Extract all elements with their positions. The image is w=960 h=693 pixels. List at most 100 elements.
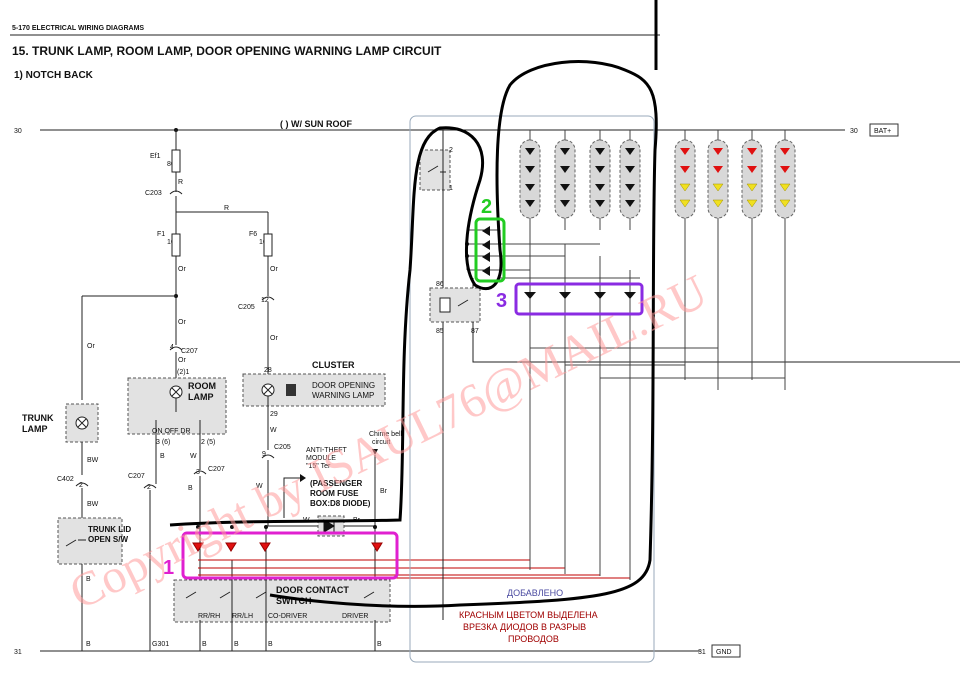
door-switches [185,591,375,599]
gnd-label: GND [716,649,732,656]
bat-box [869,123,899,137]
door-pos-3: CO-DRIVER [268,613,307,620]
bat-label: BAT+ [874,128,891,135]
trunk-lamp-2: LAMP [22,424,48,434]
door-pos-4: DRIVER [342,613,368,620]
marker-box-2 [474,217,506,283]
pin-36: 3 (6) [156,439,170,446]
b-label-6: B [268,641,273,648]
page-subtitle: 1) NOTCH BACK [14,70,94,81]
note-line-2: ВРЕЗКА ДИОДОВ В РАЗРЫВ [463,622,586,632]
c207-pin: 4 [170,344,174,351]
c207b-pin: 2 [147,484,151,491]
b-label-1: B [86,576,91,583]
or-label-5: Or [270,335,278,342]
door-pos-2: RR/LH [232,613,253,620]
relay-contact [457,299,469,307]
b-label-3: B [188,485,193,492]
anti-theft-3: "15" Ter [306,463,331,470]
relay-coil [439,297,451,313]
door-switch-box [173,579,391,623]
marker-2-label: 2 [481,196,492,218]
b-label-4: B [202,641,207,648]
trunk-lid-2: OPEN S/W [88,535,128,544]
passenger-2: ROOM FUSE [310,489,359,498]
or-label-3: Or [87,343,95,350]
chime-arrow [372,449,378,455]
c205-pin: 12 [261,297,269,304]
r1-label: R [178,179,183,186]
door-switch-gnds [199,526,376,651]
trunk-lid-1: TRUNK LID [88,525,131,534]
c205-conn [261,296,275,301]
anti-theft-arrow [300,474,306,482]
r2-label: R [224,205,229,212]
marker-1-label: 1 [163,557,174,579]
note-line-1: КРАСНЫМ ЦВЕТОМ ВЫДЕЛЕНА [459,610,598,620]
door-opening-1: DOOR OPENING [312,381,375,390]
door-opening-2: WARNING LAMP [312,391,374,400]
gnd-box [711,644,741,658]
rail-31-left: 31 [14,649,22,656]
car-door-icon [286,384,296,396]
br-label: Br [380,488,388,495]
fuse-f6 [263,233,273,257]
f1-label: F1 [157,231,165,238]
room-lamp-label-1: ROOM [188,381,216,391]
door-switch-2: SWITCH [276,596,312,606]
diode-group-3 [500,230,785,580]
or-label-2: Or [178,319,186,326]
c207b-conn [143,484,157,489]
c205b-conn [261,454,275,459]
b-label-5: B [234,641,239,648]
rail-30-left: 30 [14,128,22,135]
red-diode-row [192,525,630,579]
or-label-4: Or [270,266,278,273]
door-pos-1: RR/RH [198,613,220,620]
b-label-2: B [86,641,91,648]
anti-theft-wire [283,477,300,518]
marker-box-3 [514,282,644,316]
added-label: ДОБАВЛЕНО [507,588,563,598]
c205-label: C205 [238,304,255,311]
sunroof-label: ( ) W/ SUN ROOF [280,119,352,129]
c207b-label: C207 [128,473,145,480]
relay-85: 85 [436,328,444,335]
page-title: 15. TRUNK LAMP, ROOM LAMP, DOOR OPENING … [12,44,442,58]
or-label-1: Or [178,266,186,273]
chime-2: circuit [372,439,390,446]
fuse-ef1 [171,149,181,173]
c207-label: C207 [181,348,198,355]
page-ref: 5-170 ELECTRICAL WIRING DIAGRAMS [12,25,144,32]
chime-1: Chime bell [369,431,403,438]
trunk-lamp-x [77,418,87,428]
c402-conn [75,482,89,487]
marker-box-1 [181,531,399,580]
fuse-f1 [171,233,181,257]
room-lamp-label-2: LAMP [188,392,214,402]
passenger-1: (PASSENGER [310,479,363,488]
c207c-conn [193,470,207,475]
relay-86: 86 [436,281,444,288]
pin-29: 29 [270,411,278,418]
note-line-3: ПРОВОДОВ [508,634,559,644]
bw-label-2: BW [87,501,99,508]
freehand-outline [169,60,658,608]
anti-theft-1: ANTI-THEFT [306,447,348,454]
room-lamp-x [171,387,181,397]
w-label-2: W [256,483,263,490]
rail-31-right: 31 [698,649,706,656]
door-switch-1: DOOR CONTACT [276,585,349,595]
b-label-room: B [160,453,165,460]
rail-30-right: 30 [850,128,858,135]
diode-group-2 [465,226,600,276]
sunroof-switch-box [419,149,451,191]
trunk-lid-box [57,517,123,565]
c207-conn [169,346,183,351]
b-label-7: B [377,641,382,648]
f6-label: F6 [249,231,257,238]
c205b-label: C205 [274,444,291,451]
c207c-pin: 3 [196,469,200,476]
w-label-room: W [190,453,197,460]
